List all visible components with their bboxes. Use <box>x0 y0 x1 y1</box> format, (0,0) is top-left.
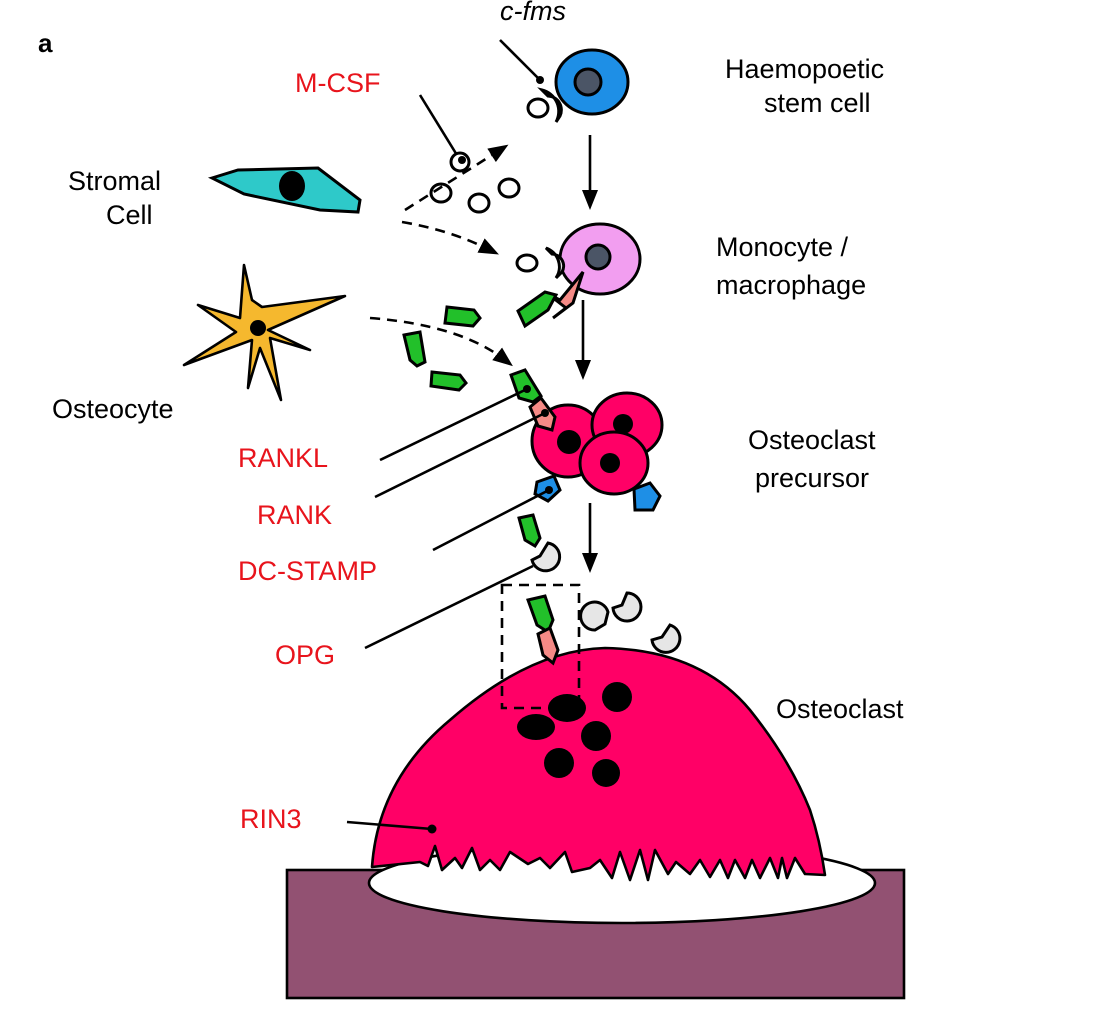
stromal-label-line1: Stromal <box>68 166 161 196</box>
nucleus-icon <box>573 67 603 97</box>
opg-pointer <box>364 564 534 650</box>
precursor-label-line1: Osteoclast <box>748 425 876 455</box>
rank-label: RANK <box>257 500 332 530</box>
pointer-dot-icon <box>427 824 437 834</box>
m-csf-molecule-icon <box>515 253 539 273</box>
nucleus-icon <box>602 682 632 712</box>
osteoclast <box>370 646 827 882</box>
rankl-rank-interaction-box <box>500 583 581 710</box>
nucleus-icon <box>581 721 611 751</box>
pointer-dot-icon <box>536 76 544 84</box>
m-csf-pointer <box>418 94 462 161</box>
pointer-dot-icon <box>545 486 553 494</box>
rankl-molecule-icon <box>429 370 468 392</box>
opg-label: OPG <box>275 640 335 670</box>
c-fms-pointer <box>499 39 541 81</box>
rankl-molecule-icon <box>526 594 555 635</box>
nucleus-icon <box>544 748 574 778</box>
m-csf-molecule-icon <box>429 182 453 204</box>
c-fms-receptor-icon <box>544 246 566 280</box>
pointer-dot-icon <box>541 409 549 417</box>
nucleus-icon <box>613 414 633 434</box>
rankl-molecule-icon <box>517 513 542 549</box>
opg-molecule-icon <box>611 591 643 623</box>
stromal-label-line2: Cell <box>106 200 153 230</box>
dc-stamp-pointer <box>432 488 550 552</box>
opg-molecule-icon <box>650 623 682 654</box>
monocyte-label-line1: Monocyte / <box>716 232 849 262</box>
hsc-label-line2: stem cell <box>764 88 871 118</box>
m-csf-molecule-icon <box>467 192 491 214</box>
rank-receptor-icon <box>536 625 560 666</box>
opg-molecule-icon <box>579 600 610 632</box>
nucleus-icon <box>600 453 620 473</box>
rankl-label: RANKL <box>238 443 328 473</box>
nucleus-icon <box>557 430 581 454</box>
m-csf-ligand-icon <box>526 97 550 119</box>
rin3-pointer <box>346 820 433 831</box>
osteocyte <box>182 263 347 402</box>
stromal-to-monocyte-arrow <box>401 220 499 255</box>
m-csf-molecule-icon <box>497 177 521 199</box>
rin3-label: RIN3 <box>240 804 302 834</box>
hsc-label-line1: Haemopoetic <box>725 54 884 84</box>
precursor-label-line2: precursor <box>755 463 869 493</box>
c-fms-label: c-fms <box>500 0 566 26</box>
rankl-pointer <box>379 387 528 462</box>
rankl-molecule-icon <box>443 305 482 328</box>
dc-stamp-icon <box>632 481 662 512</box>
rankl-molecule-icon <box>516 290 559 329</box>
nucleus-icon <box>592 759 620 787</box>
haemopoetic-stem-cell <box>554 48 630 116</box>
nucleus-icon <box>279 171 305 201</box>
nucleus-icon <box>250 320 266 336</box>
osteoclast-label: Osteoclast <box>776 694 904 724</box>
opg-molecule-icon <box>530 541 562 573</box>
m-csf-secretion-arrow <box>404 144 509 212</box>
dc-stamp-label: DC-STAMP <box>238 556 377 586</box>
rankl-molecule-icon <box>402 330 427 368</box>
rank-receptor-icon <box>547 271 585 320</box>
nucleus-icon <box>517 714 555 740</box>
m-csf-label: M-CSF <box>295 68 380 98</box>
stromal-cell <box>207 166 362 214</box>
nucleus-icon <box>584 243 612 271</box>
osteocyte-label: Osteocyte <box>52 394 174 424</box>
monocyte-label-line2: macrophage <box>716 270 866 300</box>
c-fms-receptor <box>526 87 563 123</box>
panel-label: a <box>38 28 53 58</box>
pointer-dot-icon <box>523 385 531 393</box>
osteocyte-to-precursor-arrow <box>369 316 513 367</box>
pointer-dot-icon <box>458 156 466 164</box>
rank-pointer <box>374 411 546 499</box>
